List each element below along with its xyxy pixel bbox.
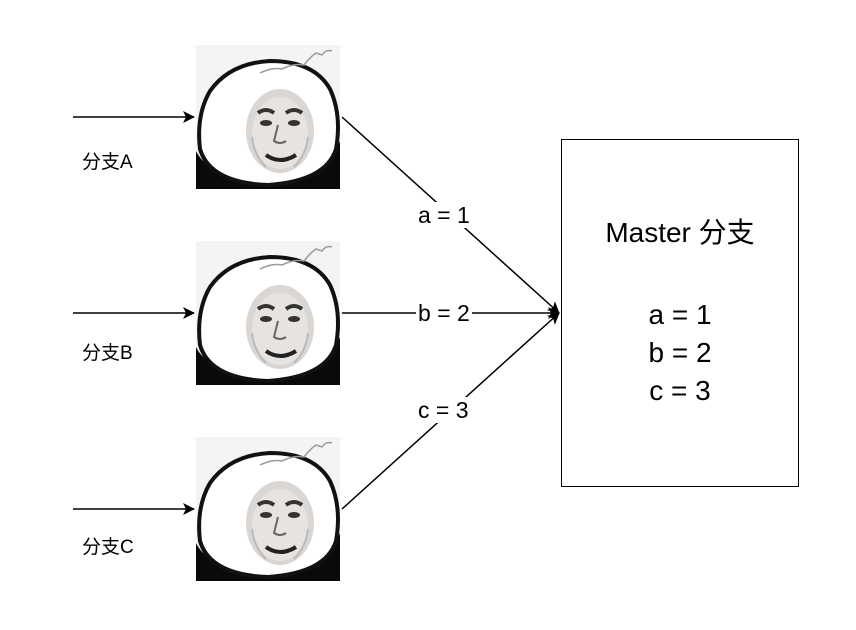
branch-label-c: 分支C (82, 537, 134, 558)
master-branch-box: Master 分支 a = 1 b = 2 c = 3 (561, 139, 799, 487)
face-icon-b (194, 239, 342, 387)
edge-label-a: a = 1 (416, 202, 472, 228)
master-value-a: a = 1 (648, 299, 712, 330)
edge-label-b: b = 2 (416, 300, 472, 326)
branch-label-b: 分支B (82, 343, 133, 364)
branch-label-a: 分支A (82, 152, 133, 173)
face-icon-a (194, 43, 342, 191)
face-icon-c (194, 435, 342, 583)
master-values: a = 1 b = 2 c = 3 (562, 296, 798, 410)
master-title: Master 分支 (605, 217, 755, 248)
master-value-b: b = 2 (648, 337, 712, 368)
edge-label-c: c = 3 (416, 397, 471, 423)
master-value-c: c = 3 (649, 375, 711, 406)
